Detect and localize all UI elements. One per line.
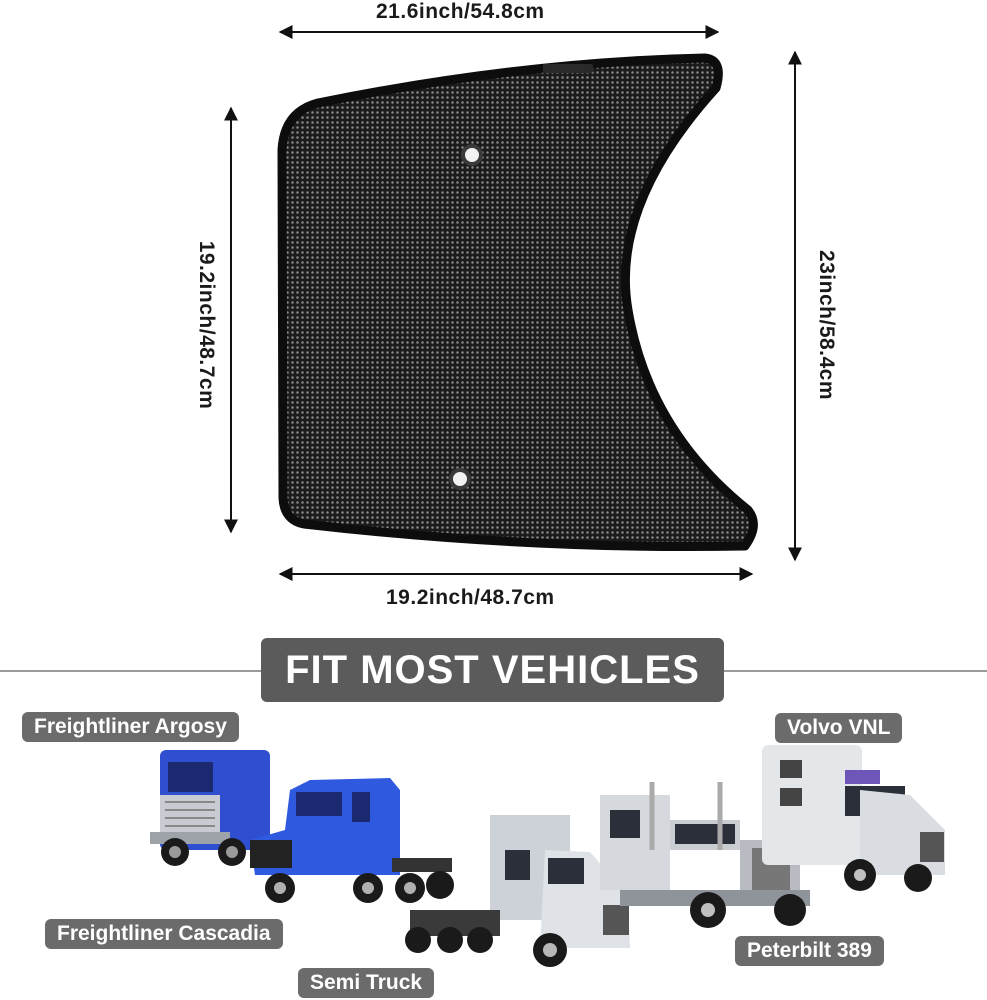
truck-argosy — [150, 750, 270, 866]
sunshade-panel — [277, 53, 758, 552]
suction-cup — [449, 468, 471, 490]
label-volvo-vnl: Volvo VNL — [775, 713, 903, 743]
truck-volvo — [762, 745, 945, 892]
truck-cascadia — [250, 778, 454, 903]
bottom-width-label: 19.2inch/48.7cm — [386, 586, 555, 609]
fit-banner: FIT MOST VEHICLES — [261, 638, 724, 702]
sunshade-diagram — [224, 25, 802, 581]
trucks-illustration — [150, 745, 945, 967]
top-width-label: 21.6inch/54.8cm — [376, 0, 545, 23]
label-peterbilt-389: Peterbilt 389 — [735, 936, 884, 966]
right-height-label: 23inch/58.4cm — [815, 249, 838, 401]
brand-tag — [543, 64, 593, 73]
label-freightliner-argosy: Freightliner Argosy — [22, 712, 239, 742]
suction-cup — [461, 144, 483, 166]
divider-right — [724, 670, 987, 672]
label-semi-truck: Semi Truck — [298, 968, 435, 998]
left-height-label: 19.2inch/48.7cm — [195, 240, 218, 410]
label-freightliner-cascadia: Freightliner Cascadia — [45, 919, 283, 949]
divider-left — [0, 670, 262, 672]
